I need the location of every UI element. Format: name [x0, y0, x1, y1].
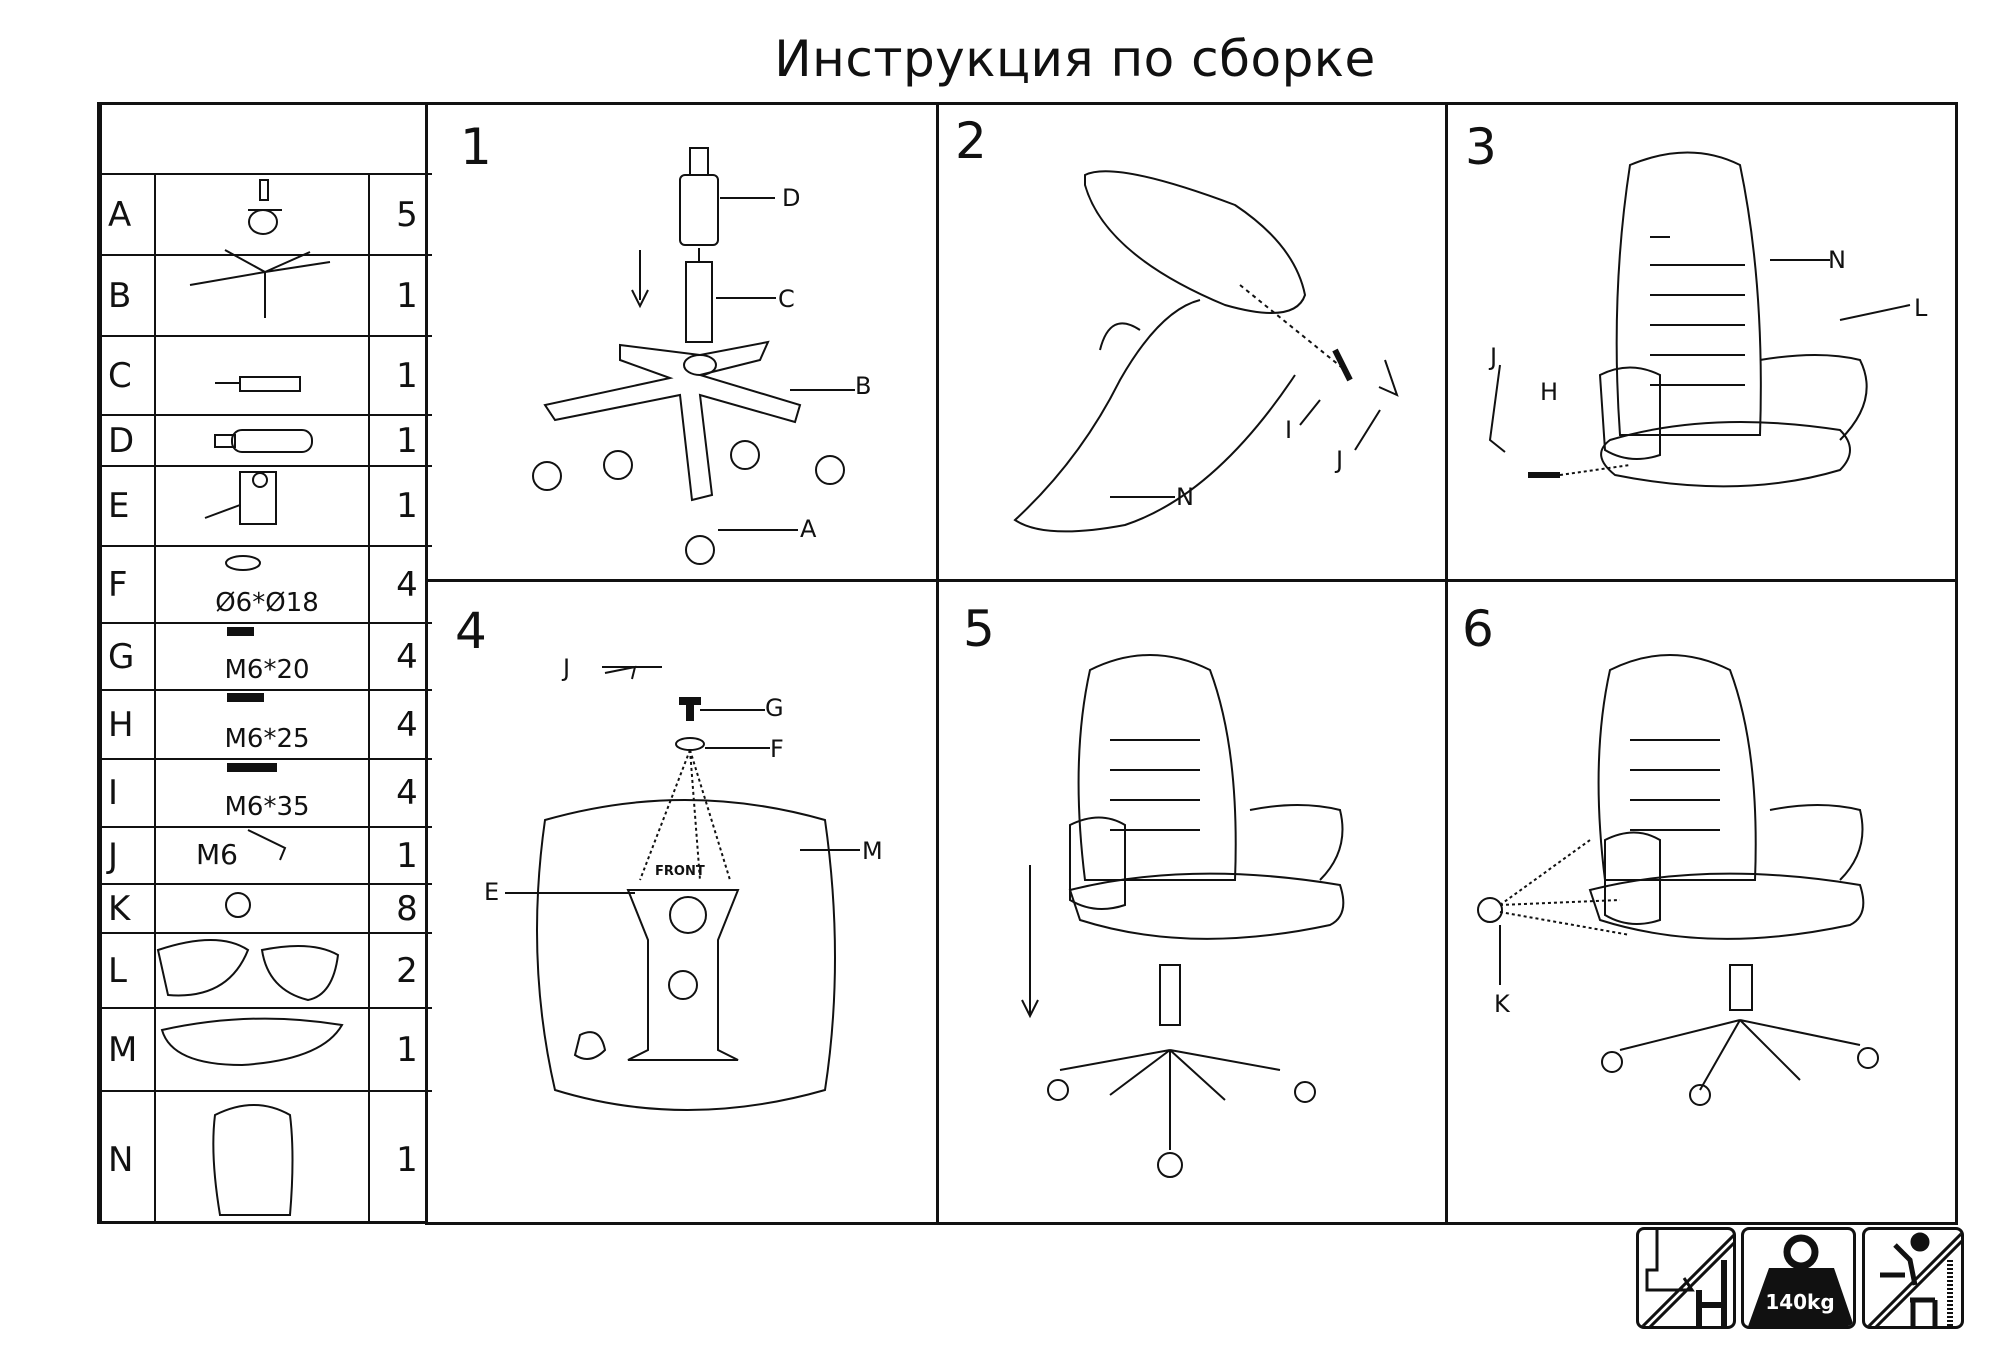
- step-number: 3: [1465, 118, 1497, 176]
- front-label: FRONT: [655, 864, 705, 879]
- mechanism-icon: [204, 471, 277, 525]
- part-quantity: 4: [396, 636, 418, 677]
- hex-key-icon: [247, 829, 287, 861]
- column-divider: [154, 173, 156, 1221]
- callout-label: F: [770, 735, 784, 763]
- part-letter: N: [108, 1139, 134, 1180]
- step-number: 1: [460, 118, 492, 176]
- callout-label: D: [782, 184, 801, 212]
- part-spec: M6*35: [224, 792, 310, 822]
- parts-row-i: I M6*35 4: [102, 758, 432, 826]
- part-letter: H: [108, 704, 134, 745]
- cap-icon: [225, 892, 251, 918]
- callout-label: A: [800, 515, 817, 543]
- part-quantity: 4: [396, 564, 418, 605]
- part-spec: Ø6*Ø18: [215, 588, 319, 618]
- bolt-icons: [227, 627, 277, 772]
- max-load-label: 140kg: [1765, 1290, 1835, 1314]
- part-letter: F: [108, 564, 128, 605]
- parts-row-f: F Ø6*Ø18 4: [102, 545, 432, 622]
- cylinder-icon: [214, 429, 313, 453]
- step-number: 2: [955, 112, 987, 170]
- step-4-drawing: [505, 665, 860, 1111]
- gas-lift-icon: [215, 376, 301, 392]
- step-2-drawing: [1013, 170, 1399, 533]
- no-rocking-icon: [1862, 1227, 1964, 1329]
- part-letter: E: [108, 486, 130, 526]
- callout-label: K: [1494, 990, 1510, 1018]
- part-quantity: 4: [396, 773, 418, 813]
- part-quantity: 1: [396, 1139, 418, 1180]
- part-letter: K: [108, 888, 131, 929]
- seat-icon: [160, 1017, 344, 1067]
- step-6-panel: [1445, 579, 1958, 1225]
- part-letter: G: [108, 636, 135, 677]
- part-spec: M6*25: [224, 724, 310, 754]
- callout-label: N: [1176, 483, 1194, 511]
- part-quantity: 1: [396, 486, 418, 526]
- part-spec: M6*20: [224, 655, 310, 685]
- part-letter: C: [108, 355, 132, 396]
- part-letter: M: [108, 1029, 138, 1070]
- callout-label: H: [1540, 378, 1559, 406]
- callout-label: N: [1828, 246, 1846, 274]
- armrest-pads-icon: [156, 939, 340, 1002]
- part-quantity: 1: [396, 835, 418, 876]
- part-letter: A: [108, 194, 132, 235]
- step-5-drawing: [1021, 654, 1345, 1178]
- part-quantity: 8: [396, 888, 418, 929]
- part-quantity: 1: [396, 1029, 418, 1070]
- part-quantity: 1: [396, 420, 418, 461]
- step-6-drawing: [1477, 654, 1879, 1106]
- callout-label: E: [484, 878, 500, 906]
- part-letter: L: [108, 950, 127, 991]
- callout-label: J: [1490, 343, 1498, 371]
- no-standing-icon: [1636, 1227, 1736, 1329]
- step-1-drawing: [532, 147, 855, 565]
- max-load-icon: 140kg: [1741, 1227, 1856, 1329]
- step-number: 5: [963, 600, 995, 658]
- callout-label: J: [563, 654, 571, 682]
- callout-label: B: [855, 372, 872, 400]
- part-quantity: 5: [396, 194, 418, 235]
- part-quantity: 4: [396, 704, 418, 745]
- caster-icon: [248, 179, 282, 235]
- part-letter: B: [108, 275, 132, 316]
- parts-row-j: J M6 1: [102, 826, 432, 883]
- base-icon: [189, 249, 331, 318]
- parts-row-g: G M6*20 4: [102, 622, 432, 689]
- callout-label: C: [778, 285, 795, 313]
- part-letter: I: [108, 773, 119, 813]
- page-title: Инструкция по сборке: [774, 30, 1376, 88]
- part-quantity: 2: [396, 950, 418, 991]
- callout-label: J: [1336, 446, 1344, 474]
- backrest-icon: [212, 1104, 294, 1216]
- part-quantity: 1: [396, 355, 418, 396]
- part-quantity: 1: [396, 275, 418, 316]
- step-3-drawing: [1488, 151, 1911, 488]
- step-number: 4: [455, 602, 487, 660]
- callout-label: G: [765, 694, 784, 722]
- washer-icon: [225, 555, 261, 571]
- column-divider: [368, 173, 370, 1221]
- parts-row-h: H M6*25 4: [102, 689, 432, 758]
- callout-label: M: [862, 837, 883, 865]
- callout-label: L: [1914, 294, 1928, 322]
- part-letter: J: [108, 835, 119, 876]
- part-spec: M6: [196, 838, 238, 871]
- step-number: 6: [1462, 600, 1494, 658]
- callout-label: I: [1285, 416, 1293, 444]
- part-letter: D: [108, 420, 135, 461]
